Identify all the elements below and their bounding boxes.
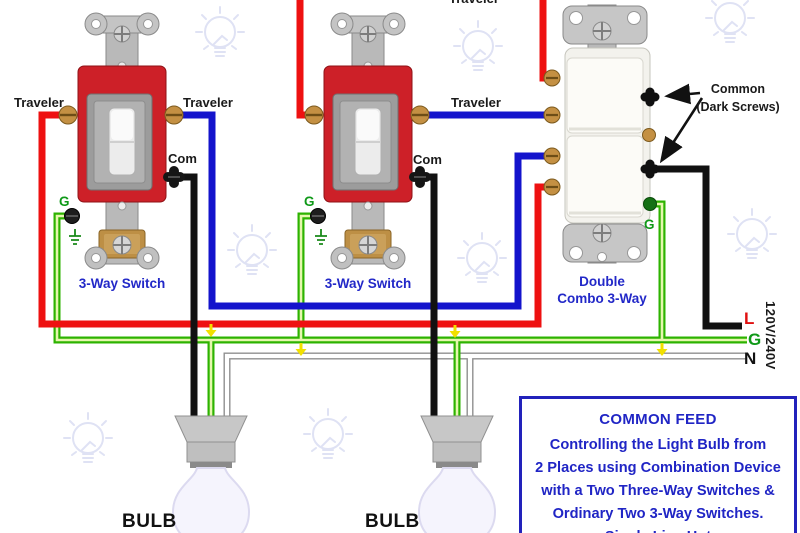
arrow-to-top-common-screw xyxy=(664,83,701,105)
neutral-label: N xyxy=(744,349,757,368)
combo-caption-line1: Double xyxy=(579,274,625,289)
bulb1-label: BULB xyxy=(122,511,177,532)
switch1-caption: 3-Way Switch xyxy=(78,276,166,291)
wire-red-traveler-1 xyxy=(38,111,549,328)
combo-caption: Double Combo 3-Way xyxy=(540,273,664,307)
background-watermarks xyxy=(63,0,777,463)
infobox-line: Ordinary Two 3-Way Switches. xyxy=(552,506,764,522)
voltage-label: 120V/240V xyxy=(763,301,778,370)
three-way-switch-1 xyxy=(57,11,187,271)
bulb-watermark-icon xyxy=(453,20,503,71)
common-screw-arrows xyxy=(659,83,704,164)
infobox-line: Controlling the Light Bulb from xyxy=(549,437,767,453)
common-label-line2: (Dark Screws) xyxy=(696,100,780,114)
traveler-wires-blue xyxy=(173,111,549,310)
wire-black-switch1-to-bulb1 xyxy=(173,173,198,432)
switch1-com-label: Com xyxy=(168,151,197,166)
common-feed-infobox: COMMON FEED Controlling the Light Bulb f… xyxy=(519,396,797,533)
bulb-watermark-icon xyxy=(195,6,245,57)
bulb-watermark-icon xyxy=(63,412,113,463)
common-screws-label: Common (Dark Screws) xyxy=(686,80,790,116)
switch2-traveler-right-label: Traveler xyxy=(451,95,501,110)
earth-symbol-1 xyxy=(69,229,81,245)
wire-blue-traveler-1 xyxy=(173,111,549,310)
bulb-watermark-icon xyxy=(705,0,755,43)
switch1-traveler-right-label: Traveler xyxy=(183,95,233,110)
infobox-footer: Single Line Hot xyxy=(522,526,794,533)
combo-caption-line2: Combo 3-Way xyxy=(557,291,647,306)
infobox-line: with a Two Three-Way Switches & xyxy=(541,483,775,499)
infobox-title: COMMON FEED xyxy=(599,411,717,428)
bulb-watermark-icon xyxy=(727,208,777,259)
switch2-ground-label: G xyxy=(304,194,315,209)
infobox-line: 2 Places using Combination Device xyxy=(535,460,781,476)
combo-ground-label: G xyxy=(644,217,655,232)
arrow-to-bottom-common-screw xyxy=(659,97,704,164)
switch1-traveler-left-label: Traveler xyxy=(14,95,64,110)
earth-symbol-2 xyxy=(315,229,327,245)
three-way-switch-2 xyxy=(303,11,433,271)
bulb-1 xyxy=(172,415,250,533)
supply-ground-label: G xyxy=(748,330,762,349)
bulb-watermark-icon xyxy=(303,408,353,459)
switch2-com-label: Com xyxy=(413,152,442,167)
double-combo-switch xyxy=(542,3,661,265)
common-label-line1: Common xyxy=(710,82,766,96)
traveler-label-top: Traveler xyxy=(449,0,499,6)
line-label: L xyxy=(744,309,755,328)
bulb-watermark-icon xyxy=(227,224,277,275)
bulb2-label: BULB xyxy=(365,511,420,532)
switch2-caption: 3-Way Switch xyxy=(324,276,412,291)
switch1-ground-label: G xyxy=(59,194,70,209)
wire-black-common-to-line xyxy=(652,165,742,330)
bulb-watermark-icon xyxy=(457,232,507,283)
bulb-2 xyxy=(418,415,496,533)
